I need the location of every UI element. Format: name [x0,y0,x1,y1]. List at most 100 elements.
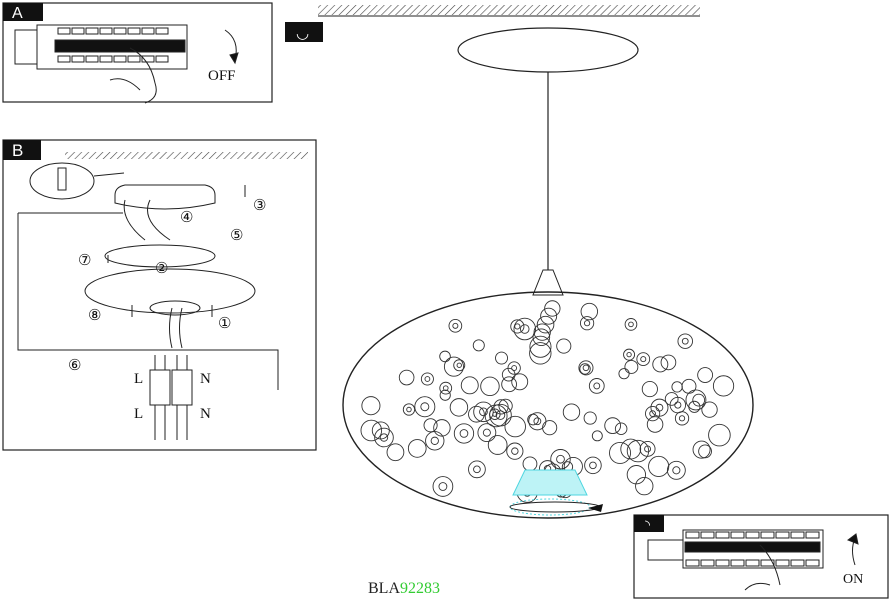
flower-cutout [584,456,602,475]
flower-center [655,403,664,412]
flower-cutout [583,411,597,425]
step-7: ⑦ [78,253,91,269]
step-4: ④ [180,210,193,226]
flower-cutout [579,363,591,375]
flower-cutout [460,376,479,395]
sphere-shade [342,291,754,519]
flower-cutout [712,375,735,397]
flower-cutout [402,403,416,416]
breaker-switch [155,27,169,35]
flower-cutout [650,398,669,417]
flower-cutout [529,335,552,358]
canopy-cover [84,268,256,314]
breaker-switch [775,559,790,567]
flower-cutout [529,342,552,365]
breaker-switch [790,559,805,567]
flower-center [482,428,491,437]
step-3: ③ [253,198,266,214]
flower-cutout [542,420,558,436]
flower-cutout [701,401,718,418]
flower-cutout [688,400,701,413]
flower-cutout [489,403,512,427]
flower-cutout [453,423,475,444]
flower-cutout [674,411,690,426]
flower-cutout [439,389,451,401]
flower-cutout [528,412,547,431]
flower-center [379,433,389,442]
flower-cutout [540,307,558,325]
flower-cutout [414,396,436,418]
flower-cutout [493,399,509,415]
breaker-switch [700,531,715,539]
flower-cutout [618,368,630,380]
breaker-switch [790,531,805,539]
breaker-panel [14,24,239,104]
breaker-switch [99,55,113,63]
flower-cutout [386,443,405,462]
flower-cutout [480,376,500,397]
step-2: ② [155,261,168,277]
panel-b-mounting: B ⑧ ① ② ③ ④ ⑤ ⑥ ⑦ L N L [2,139,317,451]
flower-cutout [698,444,712,459]
breaker-switch [113,55,127,63]
flower-cutout [639,441,656,457]
flower-cutout [620,438,642,460]
flower-cutout [453,359,466,372]
flower-center [582,364,590,372]
flower-center [456,362,462,368]
flower-cutout [448,318,463,333]
breaker-switch [71,27,85,35]
flower-cutout [692,393,706,407]
breaker-switch [141,27,155,35]
mounting-bracket [104,244,216,268]
flower-cutout [660,354,677,371]
breaker-switch [730,559,745,567]
flower-cutout [468,405,485,423]
flower-cutout [671,381,683,393]
flower-cutout [507,361,521,375]
flower-center [519,324,530,334]
flower-cutout [544,300,561,317]
flower-cutout [579,316,595,331]
flower-cutout [527,413,539,426]
flower-center [593,382,601,390]
flower-cutout [439,350,451,363]
panel-a-switch-off: A OFF [2,2,273,104]
breaker-switch [127,27,141,35]
flower-cutout [407,439,427,458]
flower-cutout [513,317,536,341]
flower-cutout [361,396,381,416]
flower-cutout [495,351,509,365]
flower-cutout [664,392,679,406]
flower-center [452,322,459,329]
flower-cutout [374,427,394,448]
flower-cutout [449,398,469,417]
flower-cutout [609,441,632,464]
breaker-switch [805,531,820,539]
flower-center [556,454,565,464]
flower-cutout [645,406,661,422]
panel-d-label: ◝ [645,517,650,532]
flower-cutout [477,423,497,443]
flower-cutout [624,360,639,374]
flower-cutout [536,315,555,334]
flower-cutout [504,415,526,438]
breaker-switch [745,559,760,567]
flower-cutout [398,369,415,386]
bulb-icon [512,469,588,496]
panel-c-label: ◡ [296,25,309,42]
flower-center [511,447,519,455]
breaker-switch [730,531,745,539]
panel-d-switch-on: ◝ ON [633,514,889,599]
pendant-lamp: ◡ [285,5,754,519]
flower-cutout [501,376,517,393]
flower-cutout [626,439,650,463]
flower-cutout [439,381,453,395]
breaker-switch [127,55,141,63]
flower-cutout [487,435,508,455]
flower-cutout [468,460,486,479]
flower-center [511,365,518,371]
flower-cutout [473,401,494,423]
flower-center [495,410,506,420]
